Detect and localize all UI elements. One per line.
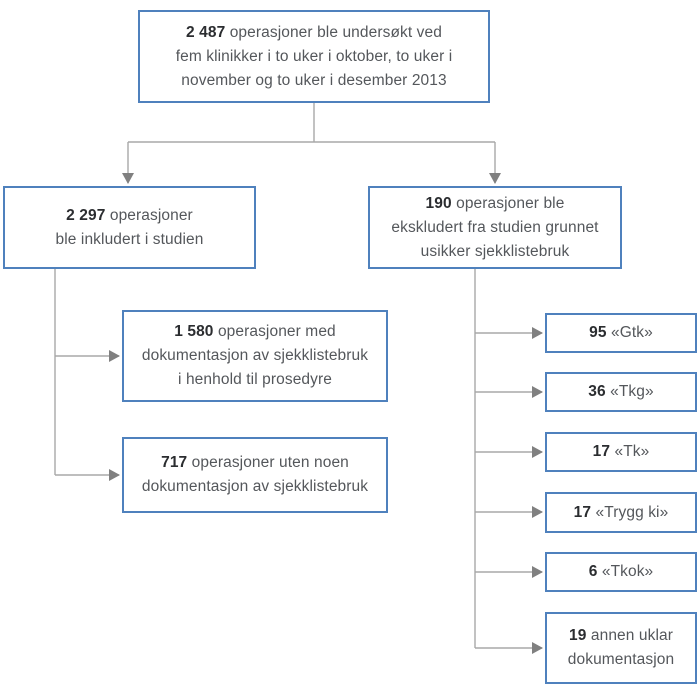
trygg-ki-count: 17 xyxy=(573,503,592,521)
box-total-operations: 2 487 operasjoner ble undersøkt ved fem … xyxy=(138,10,490,103)
included-count: 2 297 xyxy=(66,206,106,224)
included-branch-connector xyxy=(54,269,120,481)
box-other-unclear-documentation: 19 annen uklar dokumentasjon xyxy=(545,612,697,684)
tkok-text: 6 «Tkok» xyxy=(588,563,654,580)
tkg-count: 36 xyxy=(588,383,606,400)
box-documented-per-procedure: 1 580 operasjoner med dokumentasjon av s… xyxy=(122,310,388,402)
gtk-text: 95 «Gtk» xyxy=(589,324,653,341)
box-tkg: 36 «Tkg» xyxy=(545,372,697,412)
excluded-branch-connector xyxy=(474,269,543,654)
excluded-count: 190 xyxy=(425,194,452,212)
box-included: 2 297 operasjoner ble inkludert i studie… xyxy=(3,186,256,269)
tk-text: 17 «Tk» xyxy=(592,443,650,460)
tk-count: 17 xyxy=(592,443,611,460)
box-tkok: 6 «Tkok» xyxy=(545,552,697,592)
tkg-text: 36 «Tkg» xyxy=(588,383,654,400)
root-to-children-connector xyxy=(122,103,501,184)
trygg-ki-text: 17 «Trygg ki» xyxy=(573,503,669,521)
box-tk: 17 «Tk» xyxy=(545,432,697,472)
total-operations-count: 2 487 xyxy=(186,23,226,41)
tkok-count: 6 xyxy=(588,563,598,580)
undocumented-count: 717 xyxy=(161,454,188,471)
gtk-count: 95 xyxy=(589,324,607,341)
total-operations-text: 2 487 operasjoner ble undersøkt ved fem … xyxy=(175,23,453,89)
other-unclear-count: 19 xyxy=(569,627,587,644)
excluded-text: 190 operasjoner ble ekskludert fra studi… xyxy=(391,194,599,260)
box-excluded: 190 operasjoner ble ekskludert fra studi… xyxy=(368,186,622,269)
documented-count: 1 580 xyxy=(174,323,214,340)
box-no-documentation: 717 operasjoner uten noen dokumentasjon … xyxy=(122,437,388,513)
undocumented-text: 717 operasjoner uten noen dokumentasjon … xyxy=(141,454,369,495)
documented-text: 1 580 operasjoner med dokumentasjon av s… xyxy=(141,323,369,388)
box-gtk: 95 «Gtk» xyxy=(545,313,697,353)
included-text: 2 297 operasjoner ble inkludert i studie… xyxy=(55,206,204,248)
other-unclear-text: 19 annen uklar dokumentasjon xyxy=(567,627,675,668)
box-trygg-ki: 17 «Trygg ki» xyxy=(545,492,697,533)
